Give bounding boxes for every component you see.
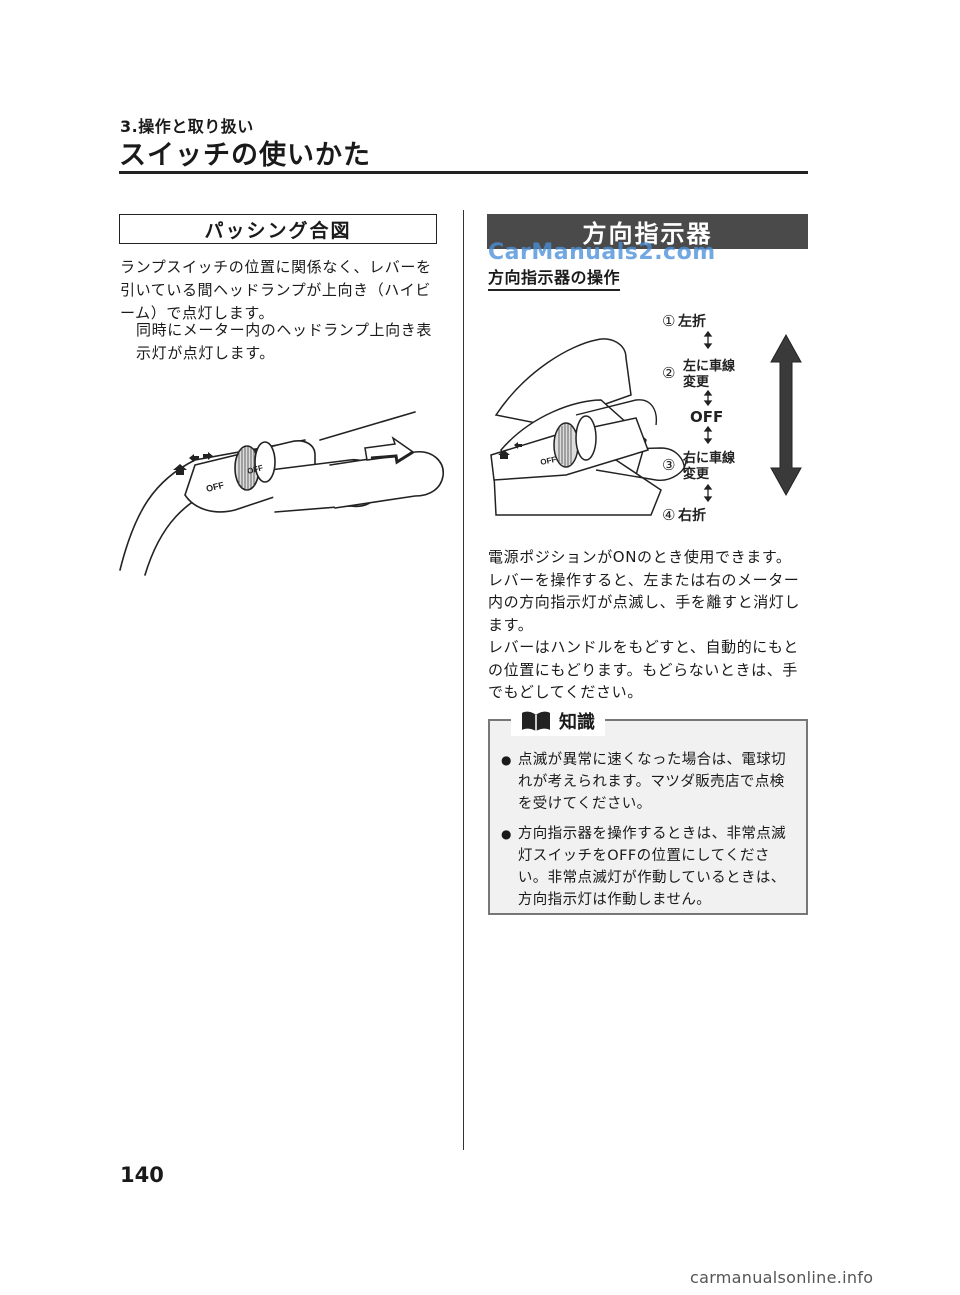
page-number: 140 (120, 1163, 164, 1187)
position-4-number: ④ (662, 506, 675, 524)
turn-paragraph-2: レバーを操作すると、左または右のメーター内の方向指示灯が点滅し、手を離すと消灯し… (488, 570, 801, 634)
footer-watermark: carmanualsonline.info (690, 1268, 874, 1287)
off-marker: OFF (205, 480, 225, 494)
passing-paragraph: ランプスイッチの位置に関係なく、レバーを引いている間ヘッドランプが上向き（ハイビ… (120, 258, 432, 322)
off-marker-lever: OFF (540, 455, 558, 467)
passing-heading: パッシング合図 (119, 214, 437, 244)
position-3-label-b: 変更 (683, 466, 710, 482)
position-2-number: ② (662, 364, 675, 382)
direction-double-arrow (770, 333, 802, 497)
off-marker-ring: OFF (246, 463, 264, 476)
position-4-label: 右折 (677, 507, 706, 524)
turn-signal-description: 電源ポジションがONのとき使用できます。 レバーを操作すると、左または右のメータ… (488, 546, 813, 704)
bullet-icon: ● (501, 827, 512, 841)
position-1-number: ① (662, 312, 675, 330)
turn-signal-subheading: 方向指示器の操作 (488, 264, 621, 291)
knowledge-item-text: 方向指示器を操作するときは、非常点滅灯スイッチをOFFの位置にしてください。非常… (517, 826, 787, 908)
bullet-icon: ● (501, 753, 512, 767)
turn-paragraph-1: 電源ポジションがONのとき使用できます。 (488, 548, 792, 566)
knowledge-title: 知識 (559, 712, 595, 733)
section-title: スイッチの使いかた (119, 140, 371, 171)
chapter-label: 3.操作と取り扱い (120, 117, 254, 136)
position-3-number: ③ (662, 456, 675, 474)
position-1-label: 左折 (677, 313, 706, 330)
header-rule (119, 171, 808, 174)
knowledge-header: 知識 (511, 706, 605, 736)
turn-lever-illustration: OFF ① 左折 ② 左に車線 変更 OFF ③ 右に車線 変更 ④ 右折 (490, 312, 802, 524)
position-2-label-a: 左に車線 (683, 358, 736, 374)
passing-lever-illustration: OFF OFF (119, 411, 444, 576)
position-2-label-b: 変更 (683, 374, 710, 390)
turn-paragraph-3: レバーはハンドルをもどすと、自動的にもとの位置にもどります。もどらないときは、手… (488, 638, 799, 701)
knowledge-box (488, 719, 808, 915)
watermark: CarManuals2.com (488, 240, 716, 265)
position-off-label: OFF (690, 408, 723, 426)
knowledge-item: ● 点滅が異常に速くなった場合は、電球切れが考えられます。マツダ販売店で点検を受け… (501, 749, 801, 815)
knowledge-item-text: 点滅が異常に速くなった場合は、電球切れが考えられます。マツダ販売店で点検を受けて… (517, 752, 787, 812)
book-icon (522, 711, 550, 731)
column-divider (463, 210, 464, 1150)
position-3-label-a: 右に車線 (682, 450, 736, 466)
passing-note: 同時にメーター内のヘッドランプ上向き表示灯が点灯します。 (136, 321, 432, 362)
turn-signal-banner: 方向指示器 (487, 214, 808, 249)
knowledge-item: ● 方向指示器を操作するときは、非常点滅灯スイッチをOFFの位置にしてください。非… (501, 823, 801, 911)
